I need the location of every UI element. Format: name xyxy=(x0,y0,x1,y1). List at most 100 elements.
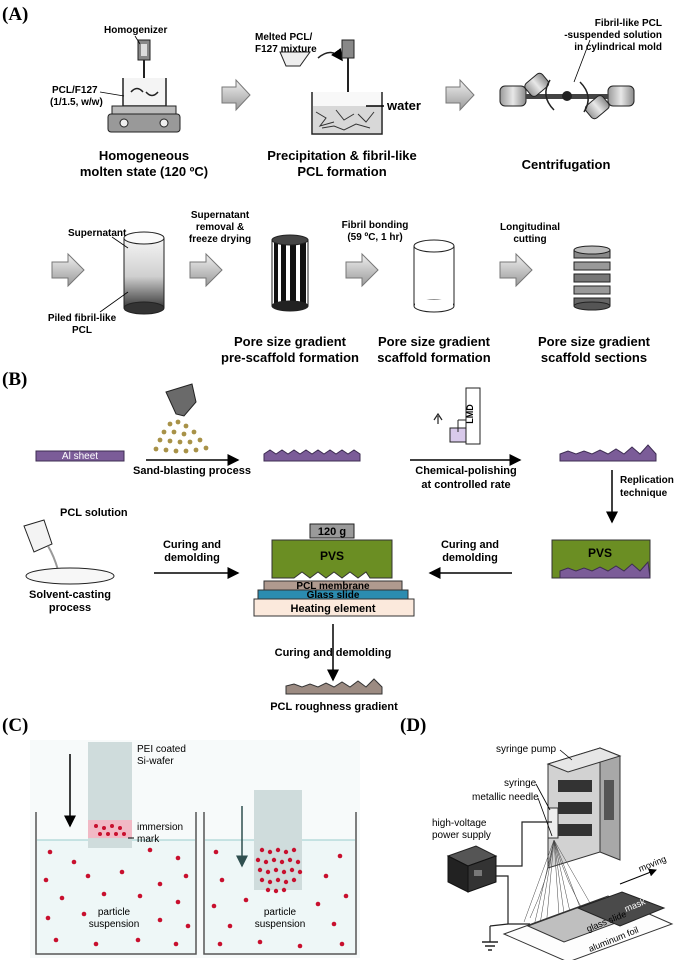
pvs-center-label: PVS xyxy=(320,549,344,563)
syringe-label: syringe xyxy=(504,778,537,789)
al-sheet-icon xyxy=(35,450,125,462)
particle-suspension-label-2: suspension xyxy=(255,919,306,930)
panel-d-label: (D) xyxy=(400,715,426,736)
cutting-label-2: cutting xyxy=(513,234,546,245)
water-label: water xyxy=(386,98,421,113)
step-fibril-formation-label: PCL formation xyxy=(297,164,386,179)
particle-suspension-label-1: suspension xyxy=(89,919,140,930)
scaffold-label-2: scaffold formation xyxy=(377,350,490,365)
press-stack-icon xyxy=(253,523,415,617)
fibril-solution-label-3: in cylindrical mold xyxy=(574,42,662,53)
homogenizer-label: Homogenizer xyxy=(104,25,167,36)
scaffold-sections-stack-icon xyxy=(573,245,611,311)
step-molten-label: molten state (120 ºC) xyxy=(80,164,208,179)
pcl-gradient-membrane-icon xyxy=(285,678,383,695)
metallic-needle-label: metallic needle xyxy=(472,792,539,803)
curing-right-label-2: demolding xyxy=(442,552,498,564)
hv-label-1: high-voltage xyxy=(432,818,487,829)
pcl-solution-label: PCL solution xyxy=(60,507,128,519)
process-arrow-icon xyxy=(51,252,85,288)
melted-mixture-label: F127 mixture xyxy=(255,44,317,55)
process-arrow-icon xyxy=(221,78,251,112)
gradient-sheet-icon xyxy=(559,444,657,462)
solvent-casting-label-2: process xyxy=(49,602,91,614)
panel-d: (D) syringe pump syringe metallic needle… xyxy=(400,715,674,960)
cutting-label-1: Longitudinal xyxy=(500,222,560,233)
process-arrow-icon xyxy=(345,252,379,288)
ground-wire xyxy=(496,875,530,925)
process-arrow-icon xyxy=(499,252,533,288)
curing-bottom-label: Curing and demolding xyxy=(275,647,392,659)
pcl-membrane-label: PCL membrane xyxy=(296,581,370,592)
immersion-label-2: mark xyxy=(137,834,160,845)
sections-label-2: scaffold sections xyxy=(541,350,647,365)
roughness-gradient-label: PCL roughness gradient xyxy=(270,701,398,713)
al-sheet-label: Al sheet xyxy=(62,451,98,462)
panel-b: (B) Al sheet Sand-blasting process LM xyxy=(2,369,674,713)
pei-label-1: PEI coated xyxy=(137,744,186,755)
chemical-polishing-label-1: Chemical-polishing xyxy=(415,465,516,477)
curing-left-label-1: Curing and xyxy=(163,539,221,551)
replication-label-2: technique xyxy=(620,488,668,499)
curing-left-label-2: demolding xyxy=(164,552,220,564)
panel-b-label: (B) xyxy=(2,369,27,390)
step-centrifugation-label: Centrifugation xyxy=(522,157,611,172)
heating-element-label: Heating element xyxy=(291,603,376,615)
lmd-apparatus-icon xyxy=(433,387,481,445)
precipitation-beaker-icon xyxy=(279,39,383,135)
particles-left xyxy=(43,824,191,947)
bonding-label-2: (59 ºC, 1 hr) xyxy=(347,232,402,243)
mask-icon xyxy=(576,891,666,927)
panel-a-label: (A) xyxy=(2,4,28,25)
moving-label: moving xyxy=(637,854,668,874)
pei-label-2: Si-wafer xyxy=(137,756,174,767)
hv-wire xyxy=(496,821,552,867)
sections-label-1: Pore size gradient xyxy=(538,334,651,349)
pouring-beaker-icon xyxy=(23,519,115,585)
sand-blasting-nozzle-icon xyxy=(153,383,209,454)
curing-right-label-1: Curing and xyxy=(441,539,499,551)
pvs-mold-right-icon xyxy=(551,539,651,579)
pvs-right-label: PVS xyxy=(588,546,612,560)
pcl-f127-ratio: (1/1.5, w/w) xyxy=(50,97,103,108)
fibril-solution-label-1: Fibril-like PCL xyxy=(595,18,662,29)
power-supply-icon xyxy=(446,845,498,893)
supernatant-label: Supernatant xyxy=(68,228,127,239)
lmd-label: LMD xyxy=(465,404,475,424)
removal-label-2: removal & xyxy=(196,222,244,233)
bonding-label-1: Fibril bonding xyxy=(342,220,409,231)
moving-arrow-icon xyxy=(619,868,657,885)
pre-scaffold-label-1: Pore size gradient xyxy=(234,334,347,349)
striped-pre-scaffold-icon xyxy=(271,234,309,312)
chemical-polishing-label-2: at controlled rate xyxy=(421,479,510,491)
particle-label-1: particle xyxy=(98,907,131,918)
container-right-icon xyxy=(203,812,357,955)
syringe-pump-icon xyxy=(546,747,622,869)
step-homogeneous-label: Homogeneous xyxy=(99,148,189,163)
fibril-solution-label-2: -suspended solution xyxy=(564,30,662,41)
step-precipitation-label: Precipitation & fibril-like xyxy=(267,148,417,163)
container-left-icon xyxy=(35,812,197,955)
pcl-f127-label: PCL/F127 xyxy=(52,85,98,96)
process-arrow-icon xyxy=(445,78,475,112)
melted-label: Melted PCL/ xyxy=(255,32,312,43)
syringe-pump-label: syringe pump xyxy=(496,744,556,755)
panel-c-label: (C) xyxy=(2,715,28,736)
weight-label: 120 g xyxy=(318,526,346,538)
glass-slide-label: Glass slide xyxy=(307,590,360,601)
removal-label-3: freeze drying xyxy=(189,234,251,245)
replication-label-1: Replication xyxy=(620,475,674,486)
scaffold-cylinder-icon xyxy=(413,239,455,313)
roughened-sheet-icon xyxy=(263,449,361,462)
piled-fibril-cylinder-icon xyxy=(123,231,165,315)
process-arrow-icon xyxy=(189,252,223,288)
removal-label-1: Supernatant xyxy=(191,210,250,221)
piled-fibril-label-2: PCL xyxy=(72,325,92,336)
piled-fibril-label-1: Piled fibril-like xyxy=(48,313,117,324)
si-wafer-right-icon xyxy=(254,790,302,890)
panel-c: (C) PEI coated Si-wafer immersion mark p… xyxy=(2,715,360,958)
scaffold-label-1: Pore size gradient xyxy=(378,334,491,349)
particle-label-2: particle xyxy=(264,907,297,918)
immersion-label-1: immersion xyxy=(137,822,183,833)
centrifuge-icon xyxy=(499,72,635,120)
